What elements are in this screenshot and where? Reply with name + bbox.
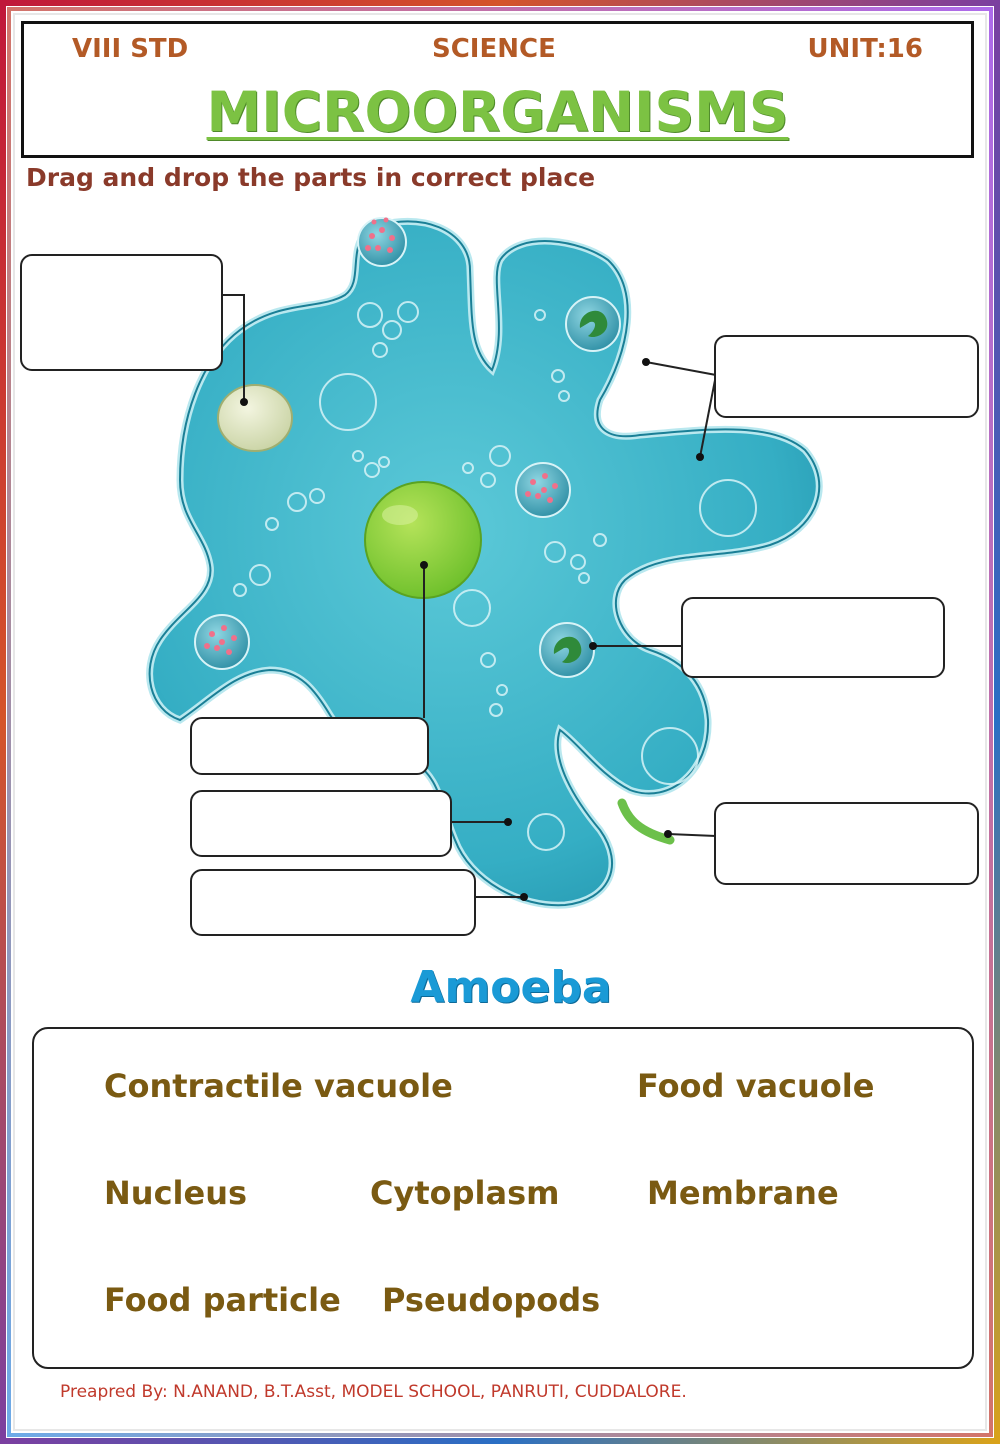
word-membrane[interactable]: Membrane [647, 1174, 839, 1212]
food-vacuole-top [357, 217, 407, 267]
food-vacuole-left [194, 614, 250, 670]
word-bank: Contractile vacuole Food vacuole Nucleus… [32, 1027, 974, 1369]
drop-target-cytoplasm[interactable] [190, 790, 452, 857]
unit-label: UNIT:16 [807, 34, 923, 64]
food-particle [617, 798, 675, 845]
word-nucleus[interactable]: Nucleus [104, 1174, 248, 1212]
word-pseudopods[interactable]: Pseudopods [382, 1281, 601, 1319]
amoeba-diagram [146, 217, 823, 909]
word-food-particle[interactable]: Food particle [104, 1281, 341, 1319]
contractile-vacuole [217, 384, 293, 452]
page-title: MICROORGANISMS [206, 80, 789, 144]
drop-target-nucleus[interactable] [190, 717, 429, 775]
subject-label: SCIENCE [432, 34, 556, 64]
author-credit: Preapred By: N.ANAND, B.T.Asst, MODEL SC… [60, 1382, 687, 1402]
leader-dots [240, 358, 704, 901]
drop-target-food-vacuole[interactable] [681, 597, 945, 678]
food-vacuole-center [515, 462, 571, 518]
word-food-vacuole[interactable]: Food vacuole [637, 1067, 875, 1105]
drop-target-food-particle[interactable] [714, 802, 979, 885]
instruction-text: Drag and drop the parts in correct place [26, 163, 596, 192]
word-contractile-vacuole[interactable]: Contractile vacuole [104, 1067, 453, 1105]
leader-lines [222, 294, 717, 898]
cytoplasm-bubbles [233, 301, 757, 851]
drop-target-membrane[interactable] [190, 869, 476, 936]
word-cytoplasm[interactable]: Cytoplasm [370, 1174, 560, 1212]
food-vacuole-green-top [565, 296, 621, 352]
header-box: VIII STD SCIENCE UNIT:16 MICROORGANISMS [21, 21, 974, 158]
drop-target-contractile-vacuole[interactable] [20, 254, 223, 371]
food-vacuole-green-bottom [539, 622, 595, 678]
standard-label: VIII STD [72, 34, 189, 64]
species-label: Amoeba [410, 962, 612, 1013]
drop-target-pseudopods[interactable] [714, 335, 979, 418]
